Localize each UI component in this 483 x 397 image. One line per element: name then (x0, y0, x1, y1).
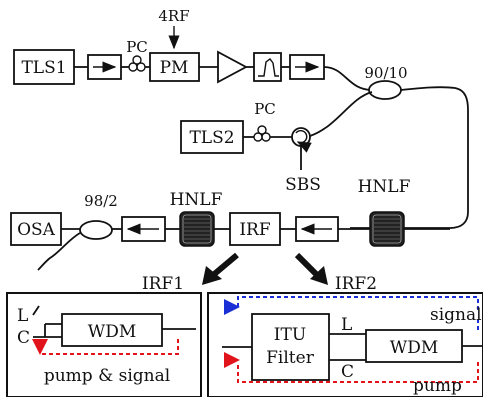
tls2-label: TLS2 (189, 128, 234, 148)
irf1-port-l: L (17, 306, 28, 326)
irf2-wdm-label: WDM (390, 338, 439, 358)
irf2-pump-path (237, 362, 479, 383)
hnlf2-label: HNLF (358, 177, 411, 197)
pc2-label: PC (254, 100, 276, 118)
irf-label: IRF (239, 220, 271, 240)
isolator-4 (295, 216, 339, 242)
osa-box: OSA (10, 212, 62, 246)
isolator-3 (121, 216, 166, 242)
itu-filter-line1: ITU (274, 325, 306, 345)
polarization-controller-2: PC (253, 100, 276, 142)
polarization-controller-1: PC (126, 38, 148, 72)
sbs-label: SBS (285, 175, 321, 195)
isolator-2 (289, 54, 325, 80)
coupler-90-10: 90/10 (364, 64, 408, 100)
itu-filter-line2: Filter (266, 348, 315, 368)
irf2-pump-label: pump (413, 376, 462, 396)
irf1-wdm-label: WDM (88, 322, 137, 342)
pm-label: PM (160, 58, 189, 78)
bandpass-filter (253, 52, 282, 82)
irf1-title: IRF1 (142, 274, 184, 294)
expand-arrow-irf2 (294, 252, 328, 285)
tls2-laser: TLS2 (180, 120, 244, 154)
fiber-to-coupler (323, 66, 373, 91)
hnlf1-label: HNLF (170, 190, 223, 210)
irf1-panel: L C WDM pump & signal (6, 292, 202, 397)
hnlf-spool-2: HNLF (358, 177, 411, 247)
irf1-port-c: C (17, 328, 30, 348)
irf1-pump-signal-path (32, 339, 179, 355)
isolator-1 (87, 54, 122, 80)
irf2-signal-label: signal (430, 305, 482, 325)
hnlf-spool-1: HNLF (170, 190, 223, 247)
splitter-98-2: 98/2 (79, 192, 118, 240)
tls1-label: TLS1 (21, 58, 66, 78)
irf1-caption: pump & signal (44, 366, 170, 386)
coupler-label: 90/10 (364, 64, 407, 82)
amplifier-triangle (217, 50, 248, 84)
circulator (291, 127, 312, 153)
phase-modulator: PM (149, 52, 200, 82)
irf-box: IRF (229, 212, 281, 246)
irf2-panel: signal ITU Filter L C WDM pump (207, 292, 483, 397)
irf2-port-c: C (341, 362, 354, 382)
tls1-laser: TLS1 (13, 49, 75, 85)
irf2-title: IRF2 (335, 274, 377, 294)
rf-drive-label: 4RF (158, 7, 189, 25)
expand-arrow-irf1 (202, 252, 239, 285)
splitter-label: 98/2 (84, 192, 118, 210)
pc1-label: PC (126, 38, 148, 56)
osa-label: OSA (17, 220, 56, 240)
irf2-port-l: L (341, 315, 352, 335)
